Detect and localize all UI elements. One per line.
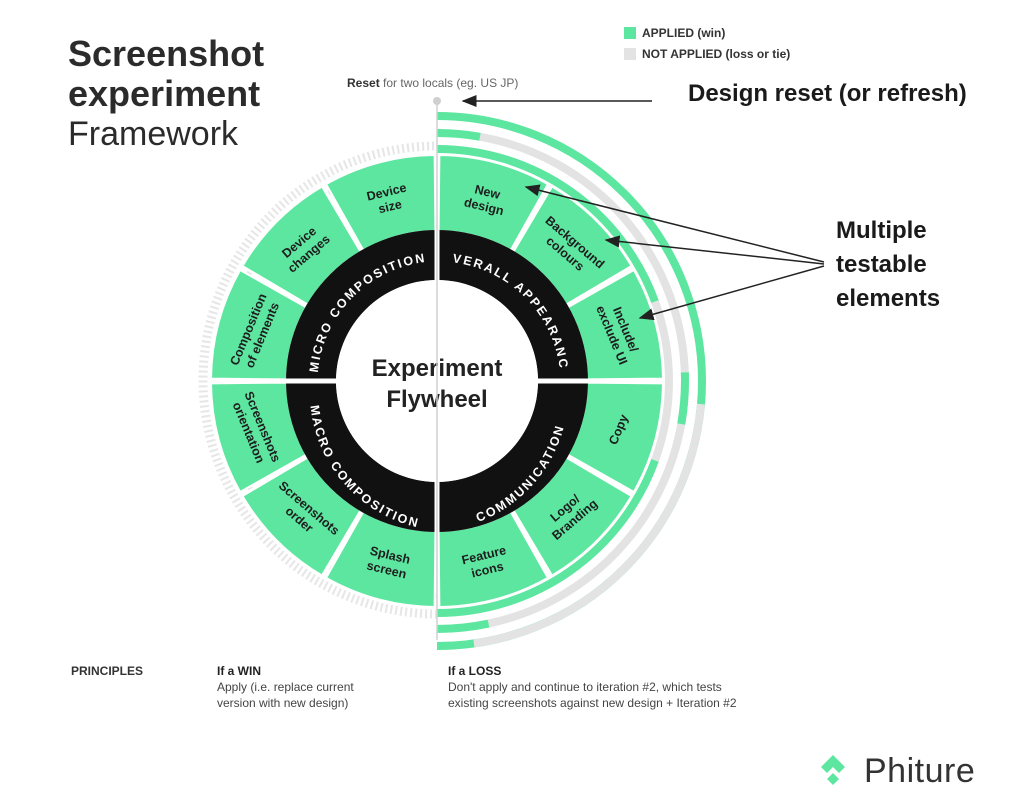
page-title: Screenshot experiment Framework (68, 34, 264, 154)
arrow-new-design (524, 184, 825, 263)
segment-label-new-design: Newdesign (463, 181, 509, 219)
progress-arc-7 (436, 458, 659, 617)
principle-win-text-2: version with new design) (217, 696, 349, 710)
progress-arc-5 (436, 145, 659, 304)
principle-loss-text-1: Don't apply and continue to iteration #2… (448, 680, 722, 694)
callout-multiple-testable: Multiple testable elements (836, 214, 940, 316)
callout-multi-line3: elements (836, 285, 941, 312)
arrow-include-exclude (638, 265, 825, 321)
arrow-background-colours (604, 235, 825, 265)
progress-arc-8 (677, 372, 689, 425)
phiture-logo: Phiture (814, 752, 975, 791)
progress-arc-4 (473, 403, 705, 648)
principle-loss-title: If a LOSS (448, 664, 502, 678)
legend-not-applied-label: NOT APPLIED (loss or tie) (642, 47, 791, 61)
title-line2: experiment (68, 73, 261, 114)
reset-label-bold: Reset (347, 76, 380, 90)
principle-loss-text-2: existing screenshots against new design … (448, 696, 737, 710)
callout-design-reset: Design reset (or refresh) (688, 80, 967, 107)
progress-arc-0 (436, 129, 481, 141)
principles-heading: PRINCIPLES (71, 664, 144, 678)
principle-win: If a WIN Apply (i.e. replace current ver… (217, 663, 354, 711)
reset-label: Reset for two locals (eg. US JP) (347, 76, 518, 90)
legend-applied-label: APPLIED (win) (642, 26, 726, 40)
principle-loss: If a LOSS Don't apply and continue to it… (448, 663, 737, 711)
dotted-ring-outer (198, 141, 438, 619)
progress-arc-2 (436, 619, 490, 633)
principle-win-title: If a WIN (217, 664, 261, 678)
progress-arcs (436, 112, 706, 650)
legend-not-applied-swatch (624, 48, 636, 60)
callout-multi-line1: Multiple (836, 217, 927, 244)
phiture-logo-icon (821, 754, 845, 785)
legend-applied: APPLIED (win) (624, 26, 790, 40)
legend: APPLIED (win) NOT APPLIED (loss or tie) (624, 26, 790, 68)
callout-multi-line2: testable (836, 251, 927, 278)
principle-win-text-1: Apply (i.e. replace current (217, 680, 354, 694)
reset-label-text: for two locals (eg. US JP) (383, 76, 519, 90)
title-line3: Framework (68, 115, 239, 153)
title-line1: Screenshot (68, 33, 265, 74)
reset-dot (433, 97, 441, 105)
phiture-logo-text: Phiture (864, 752, 976, 790)
progress-arc-6 (651, 300, 673, 462)
legend-not-applied: NOT APPLIED (loss or tie) (624, 47, 790, 61)
segment-ring: NewdesignBackgroundcoloursInclude/exclud… (210, 154, 664, 608)
legend-applied-swatch (624, 27, 636, 39)
